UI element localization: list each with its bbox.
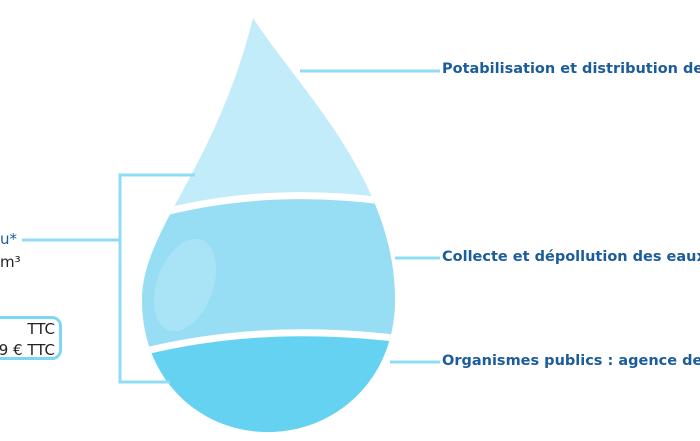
left-unit-fragment: m³ xyxy=(0,253,21,271)
connector-lines xyxy=(22,69,440,384)
label-organismes: Organismes publics : agence de xyxy=(442,353,700,369)
drop-bottom-section xyxy=(142,332,395,432)
left-label-fragment: u* xyxy=(0,230,18,248)
price-line-2: 9 € TTC xyxy=(0,341,55,359)
label-collecte: Collecte et dépollution des eaux xyxy=(442,249,700,265)
label-potabilisation: Potabilisation et distribution de xyxy=(442,61,700,77)
drop-highlight xyxy=(153,238,217,332)
price-line-1: TTC xyxy=(27,320,55,338)
price-box: TTC 9 € TTC xyxy=(0,316,62,360)
